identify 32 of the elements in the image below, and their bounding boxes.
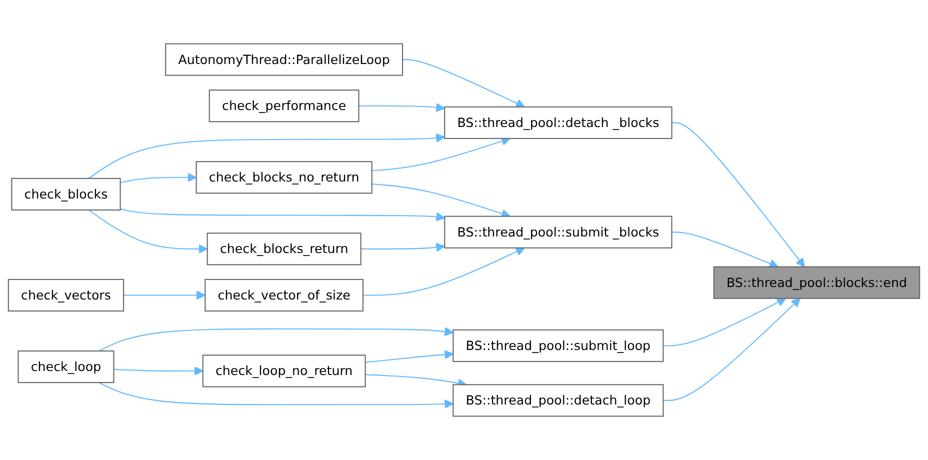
node-box: check_blocks_return (206, 232, 362, 266)
arrow (663, 298, 801, 401)
node-box: BS::thread_pool::submit_loop (452, 329, 664, 362)
node-box: check_blocks (11, 178, 121, 211)
node-box: check_loop_no_return (202, 354, 366, 388)
arrow (358, 102, 446, 112)
arrow (363, 247, 525, 296)
node-box: check_blocks_no_return (196, 161, 372, 194)
arrow (360, 242, 446, 252)
arrow (402, 59, 525, 108)
node-box: check_performance (208, 90, 360, 122)
arrow (120, 172, 197, 184)
arrow (672, 122, 805, 268)
node-box: check_vectors (8, 278, 124, 312)
arrow (372, 136, 511, 172)
node-box: BS::thread_pool::detach_loop (452, 384, 664, 417)
arrow (663, 298, 786, 346)
arrow (98, 382, 454, 409)
node-box: check_vector_of_size (204, 278, 364, 312)
arrow (114, 366, 204, 376)
arrow (88, 210, 208, 254)
node-box: BS::thread_pool::detach _blocks (444, 106, 672, 139)
arrow (98, 326, 454, 352)
arrow (672, 232, 778, 268)
node-box: BS::thread_pool::submit _blocks (444, 216, 672, 248)
arrow (124, 290, 206, 300)
arrow (120, 208, 446, 222)
arrow (88, 133, 446, 179)
node-box: BS::thread_pool::blocks::end (713, 266, 920, 299)
node-box: AutonomyThread::ParallelizeLoop (165, 43, 404, 76)
arrow (365, 350, 454, 363)
node-box: check_loop (18, 350, 114, 384)
